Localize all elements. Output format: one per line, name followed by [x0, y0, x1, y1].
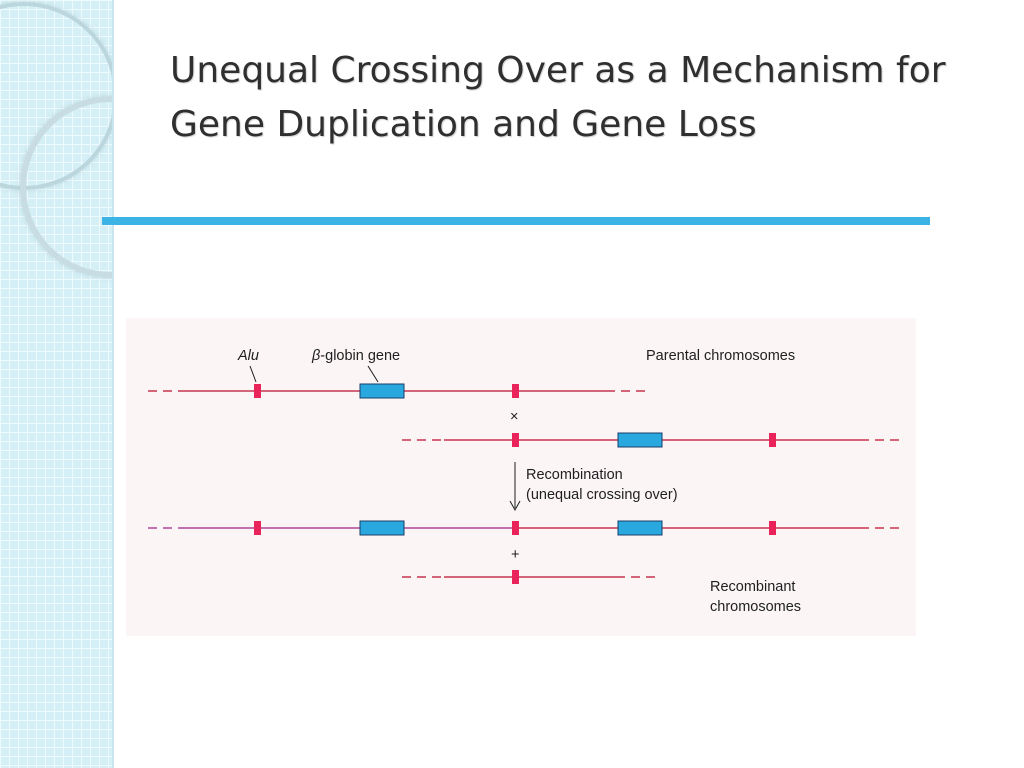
- recombinant-label-line-1: Recombinant: [710, 579, 795, 595]
- plus-icon: +: [511, 547, 519, 563]
- alu-pointer: [249, 365, 257, 383]
- unequal-crossing-over-label: (unequal crossing over): [526, 487, 678, 503]
- recombinant-chromosome-bottom: [402, 570, 660, 584]
- beta-globin-gene-box: [617, 432, 663, 448]
- title-line-2: Gene Duplication and Gene Loss: [170, 104, 757, 145]
- beta-globin-gene-box: [359, 383, 405, 399]
- alu-element: [512, 384, 519, 398]
- title-underline: [102, 217, 930, 225]
- alu-element: [512, 433, 519, 447]
- recombinant-label-line-2: chromosomes: [710, 599, 801, 615]
- alu-element: [254, 384, 261, 398]
- globin-pointer: [367, 365, 379, 383]
- arrow-head: [509, 500, 521, 512]
- cross-icon: ×: [510, 409, 518, 425]
- parental-chromosome-bottom: [402, 432, 902, 448]
- parental-chromosomes-label: Parental chromosomes: [646, 348, 795, 364]
- recombinant-chromosome-top: [148, 520, 902, 536]
- slide-title: Unequal Crossing Over as a Mechanism for…: [170, 44, 990, 152]
- title-line-1: Unequal Crossing Over as a Mechanism for: [170, 50, 946, 91]
- globin-gene-text: -globin gene: [320, 348, 400, 364]
- beta-globin-gene-box: [359, 520, 405, 536]
- figure-canvas: Alu β-globin gene Parental chromosomes ×…: [148, 348, 902, 615]
- alu-element: [769, 433, 776, 447]
- recombination-label: Recombination: [526, 467, 623, 483]
- alu-label: Alu: [237, 348, 259, 364]
- down-arrow-icon: [509, 462, 521, 512]
- unequal-crossing-over-figure: Alu β-globin gene Parental chromosomes ×…: [126, 318, 916, 636]
- alu-element: [512, 521, 519, 535]
- parental-chromosome-top: [148, 383, 646, 399]
- alu-element: [769, 521, 776, 535]
- beta-symbol: β: [311, 348, 320, 364]
- beta-globin-label: β-globin gene: [311, 348, 400, 364]
- sidebar-edge: [112, 0, 114, 768]
- alu-element: [512, 570, 519, 584]
- alu-element: [254, 521, 261, 535]
- decorative-sidebar: [0, 0, 114, 768]
- beta-globin-gene-box: [617, 520, 663, 536]
